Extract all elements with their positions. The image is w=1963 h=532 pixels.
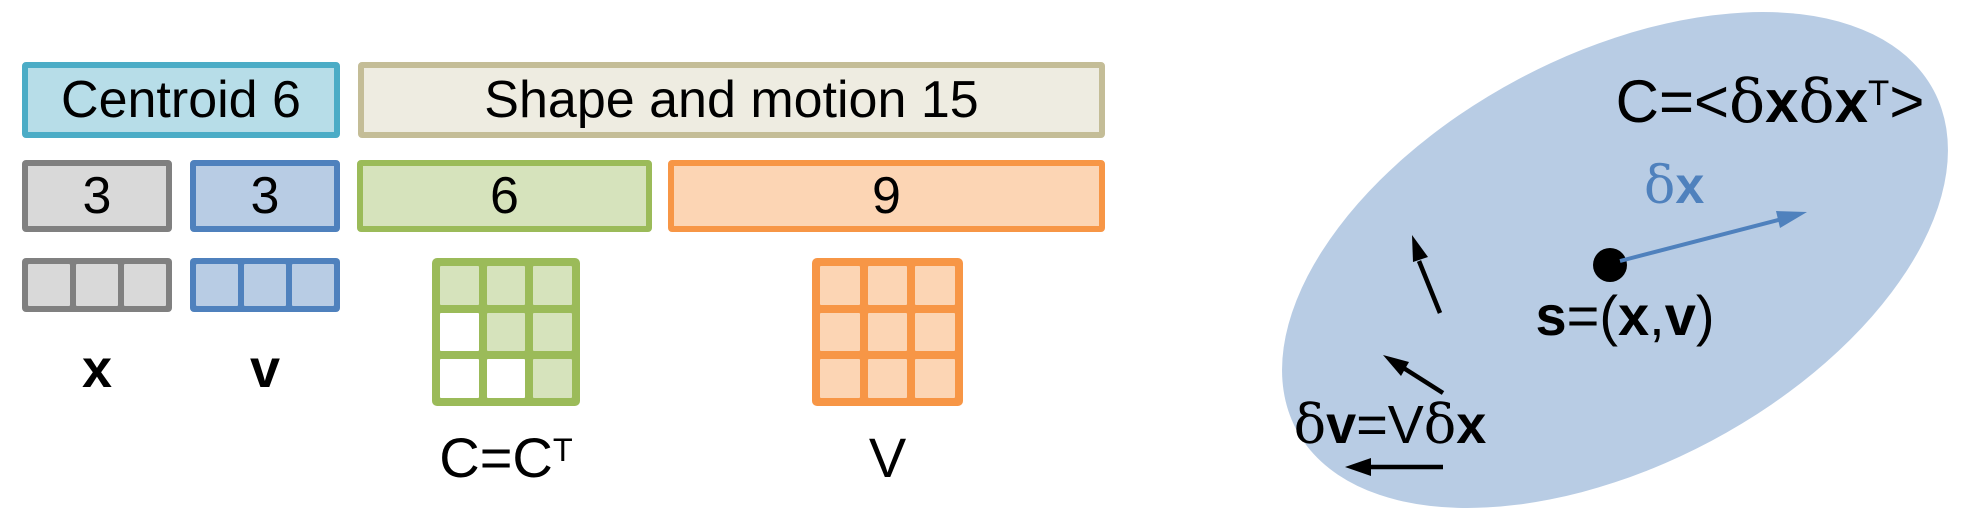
matrix-cell-filled bbox=[915, 359, 955, 398]
matrix-cell-filled bbox=[915, 312, 955, 352]
v-vector-label: v bbox=[249, 339, 281, 399]
matrix-cell-filled bbox=[196, 264, 238, 306]
v-vector-strip bbox=[190, 258, 340, 312]
velocity-matrix-label: V bbox=[868, 426, 907, 489]
position-size-box: 3 bbox=[22, 160, 172, 232]
velocity-size-label: 3 bbox=[250, 167, 280, 225]
matrix-cell-filled bbox=[486, 266, 526, 305]
matrix-cell-filled bbox=[533, 266, 572, 305]
delta-x-label: δx bbox=[1644, 156, 1705, 216]
covariance-size-box: 6 bbox=[357, 160, 652, 232]
centroid-header-label: Centroid 6 bbox=[61, 71, 301, 129]
velocity-matrix-size-label: 9 bbox=[872, 167, 901, 225]
transpose-superscript: T bbox=[1868, 73, 1890, 113]
centroid-header-box: Centroid 6 bbox=[22, 62, 340, 138]
velocity-flow-equation-label: δv=Vδx bbox=[1293, 393, 1487, 456]
matrix-cell-filled bbox=[915, 266, 955, 305]
matrix-cell-filled bbox=[867, 359, 908, 398]
matrix-cell-filled bbox=[820, 359, 860, 398]
matrix-cell-filled bbox=[533, 312, 572, 352]
matrix-cell-filled bbox=[124, 264, 166, 306]
x-vector-label: x bbox=[81, 339, 113, 399]
matrix-cell-filled bbox=[820, 312, 860, 352]
matrix-cell-filled bbox=[244, 264, 286, 306]
covariance-equation-label: C=<δxδxT> bbox=[1615, 67, 1925, 137]
matrix-cell-empty bbox=[440, 312, 479, 352]
matrix-cell-filled bbox=[533, 359, 572, 398]
matrix-cell-filled bbox=[28, 264, 70, 306]
state-definition-label: s=(x,v) bbox=[1535, 284, 1715, 347]
shape-motion-header-box: Shape and motion 15 bbox=[358, 62, 1105, 138]
velocity-size-box: 3 bbox=[190, 160, 340, 232]
position-size-label: 3 bbox=[82, 167, 112, 225]
state-point-dot bbox=[1593, 248, 1627, 282]
matrix-cell-filled bbox=[292, 264, 334, 306]
velocity-matrix-grid bbox=[812, 258, 963, 406]
matrix-cell-filled bbox=[820, 266, 860, 305]
matrix-cell-empty bbox=[486, 359, 526, 398]
covariance-matrix-label: C=CT bbox=[439, 426, 573, 489]
matrix-cell-empty bbox=[440, 359, 479, 398]
covariance-matrix-grid bbox=[432, 258, 580, 406]
matrix-cell-filled bbox=[76, 264, 118, 306]
velocity-matrix-size-box: 9 bbox=[668, 160, 1105, 232]
matrix-cell-filled bbox=[440, 266, 479, 305]
transpose-superscript: T bbox=[552, 431, 573, 468]
matrix-cell-filled bbox=[486, 312, 526, 352]
shape-motion-header-label: Shape and motion 15 bbox=[484, 71, 979, 129]
x-vector-strip bbox=[22, 258, 172, 312]
matrix-cell-filled bbox=[867, 266, 908, 305]
matrix-cell-filled bbox=[867, 312, 908, 352]
covariance-size-label: 6 bbox=[490, 167, 519, 225]
